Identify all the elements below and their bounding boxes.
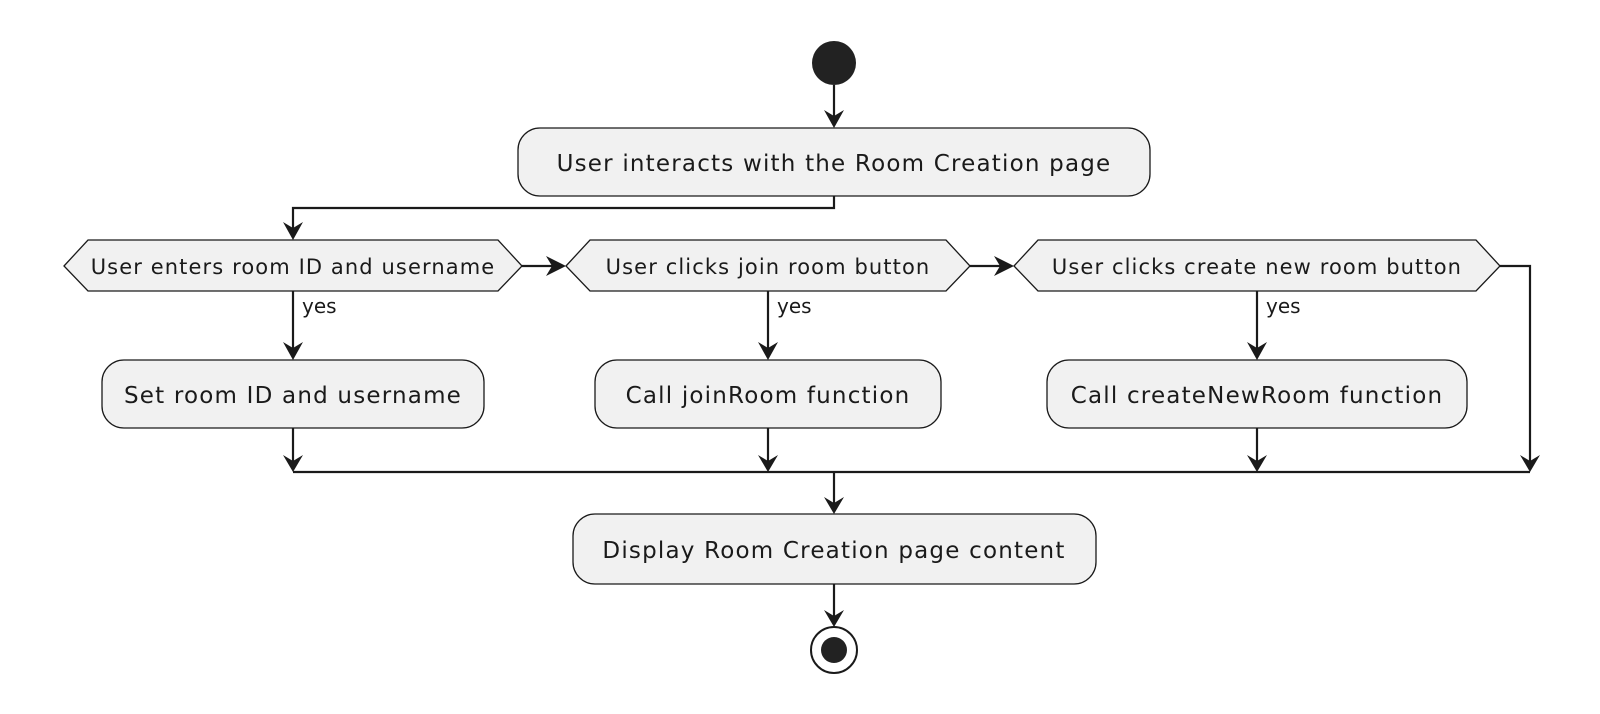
decision-create-label: User clicks create new room button	[1052, 255, 1462, 279]
arrowhead	[824, 610, 844, 627]
edge-create-no	[1500, 264, 1532, 462]
yes-label-enter: yes	[302, 294, 337, 318]
edge-interact-to-enter	[291, 196, 836, 232]
arrowhead	[1247, 342, 1267, 360]
arrowhead	[824, 110, 844, 128]
arrowhead	[1520, 455, 1540, 472]
arrowhead	[283, 222, 303, 240]
arrowhead	[824, 497, 844, 514]
action-create-room-label: Call createNewRoom function	[1071, 383, 1444, 409]
yes-label-create: yes	[1266, 294, 1301, 318]
arrowhead	[283, 342, 303, 360]
arrowhead	[1247, 455, 1267, 472]
action-interact-label: User interacts with the Room Creation pa…	[557, 151, 1112, 177]
yes-label-join: yes	[777, 294, 812, 318]
arrowhead	[283, 455, 303, 472]
action-set-room-label: Set room ID and username	[124, 383, 462, 409]
arrowhead	[546, 256, 566, 276]
decision-join-label: User clicks join room button	[606, 255, 931, 279]
end-node-core	[821, 637, 847, 663]
action-join-room-label: Call joinRoom function	[626, 383, 911, 409]
arrowhead	[758, 342, 778, 360]
start-node	[812, 41, 856, 85]
arrowhead	[758, 455, 778, 472]
arrowhead	[994, 256, 1014, 276]
decision-enter-label: User enters room ID and username	[91, 255, 496, 279]
action-display-label: Display Room Creation page content	[602, 538, 1065, 564]
